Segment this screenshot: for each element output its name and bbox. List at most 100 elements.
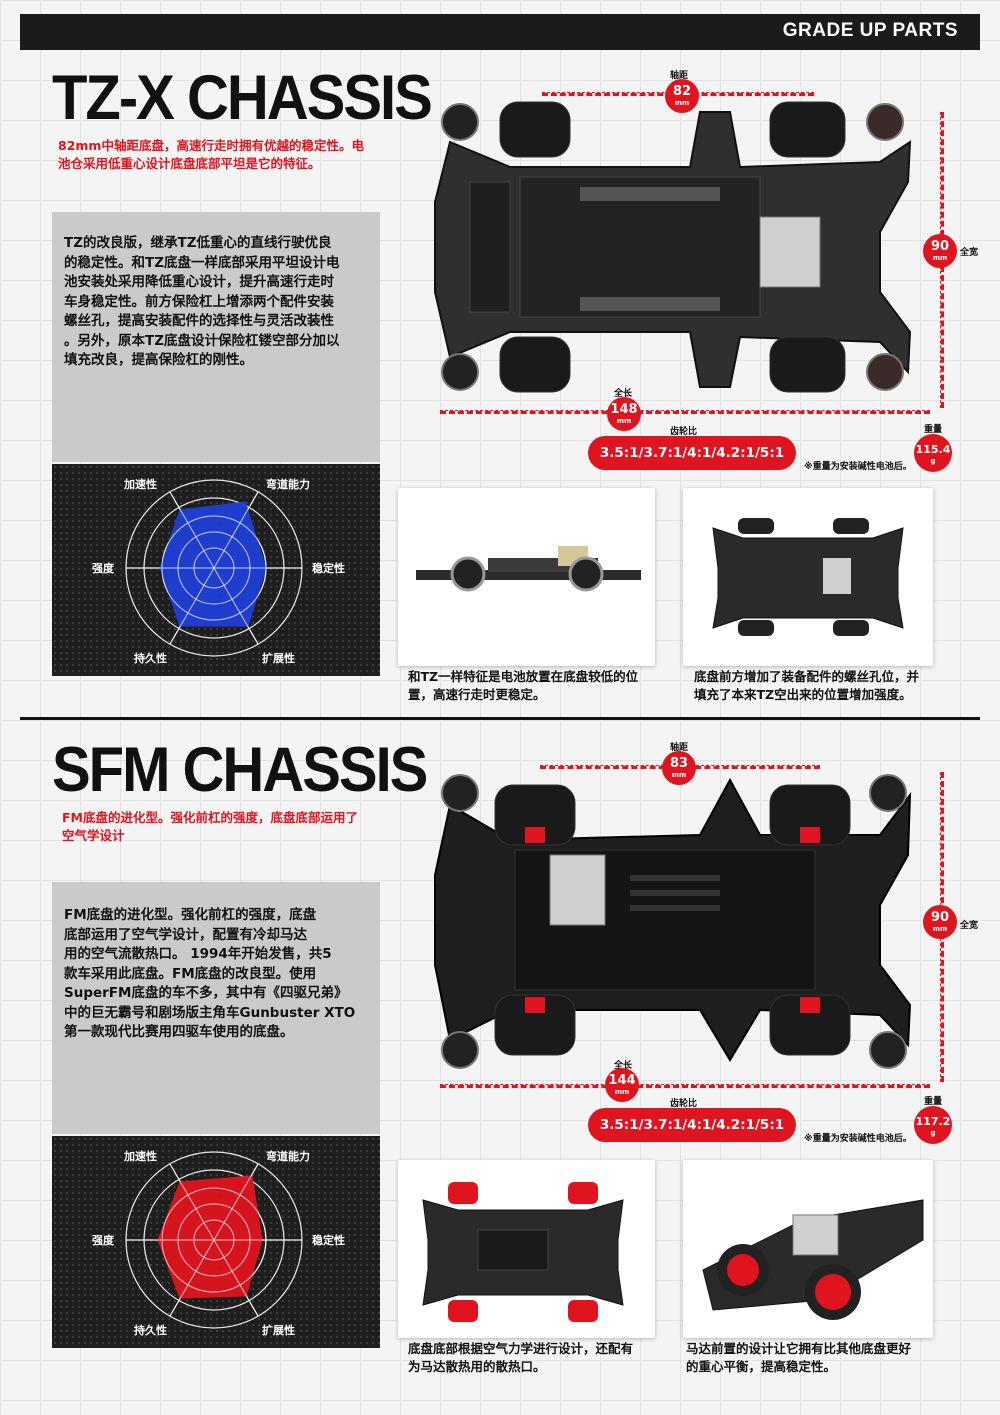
radar-label-acceleration: 加速性 (124, 478, 157, 491)
dimension-line-length (440, 1084, 930, 1088)
radar-label-strength: 强度 (92, 562, 114, 575)
description-text: FM底盘的进化型。强化前杠的强度，底盘 底部运用了空气学设计，配置有冷却马达 用… (52, 882, 380, 1043)
spec-label-width: 全宽 (960, 248, 979, 258)
photo-motor-view-sfm (683, 1160, 933, 1338)
radar-label-durability: 持久性 (134, 652, 167, 665)
section-title-sfm: SFM CHASSIS (52, 735, 428, 806)
spec-label-gear: 齿轮比 (670, 427, 698, 437)
spec-weight-note: ※重量为安装碱性电池后。 (804, 1134, 912, 1144)
spec-weight-value: 117.2 (915, 1115, 951, 1128)
caption-top-view-tzx: 底盘前方增加了装备配件的螺丝孔位，并 填充了本来TZ空出来的位置增加强度。 (694, 668, 919, 704)
spec-unit: mm (671, 771, 687, 779)
chassis-topview-sfm (434, 774, 912, 1069)
radar-label-cornering: 弯道能力 (266, 1150, 310, 1163)
caption-line: 底盘前方增加了装备配件的螺丝孔位，并 (694, 669, 920, 684)
spec-unit: mm (616, 417, 632, 425)
spec-gear-ratio: 3.5:1/3.7:1/4:1/4.2:1/5:1 (588, 1108, 796, 1142)
spec-weight-badge: 115.4 g (914, 434, 952, 472)
photo-top-view-tzx (683, 488, 933, 666)
description-line: 池安装处采用降低重心设计，提升高速行走时 (64, 274, 334, 290)
radar-chart-tzx (125, 479, 303, 657)
radar-shape (157, 1175, 263, 1299)
radar-chart-sfm (125, 1151, 303, 1329)
radar-label-stability: 稳定性 (312, 1234, 345, 1247)
description-line: 底部运用了空气学设计，配置有冷却马达 (64, 926, 307, 943)
radar-label-strength: 强度 (92, 1234, 114, 1247)
spec-width-badge: 90 mm (923, 234, 957, 268)
spec-unit: mm (932, 254, 948, 262)
spec-label-width: 全宽 (960, 921, 979, 931)
spec-label-length: 全长 (614, 1061, 633, 1071)
section-subtitle-tzx: 82mm中轴距底盘，高速行走时拥有优越的稳定性。电 池仓采用低重心设计底盘底部平… (58, 137, 364, 173)
caption-line: 底盘底部根据空气力学进行设计，还配有 (408, 1341, 634, 1356)
spec-width-value: 90 (930, 910, 950, 925)
spec-wheelbase-badge: 82 mm (665, 79, 699, 113)
description-line: 。另外，原本TZ底盘设计保险杠镂空部分加以 (64, 332, 340, 349)
section-subtitle-sfm: FM底盘的进化型。强化前杠的强度，底盘底部运用了 空气学设计 (62, 809, 358, 845)
subtitle-line: 池仓采用低重心设计底盘底部平坦是它的特征。 (58, 156, 321, 171)
spec-length-value: 144 (608, 1073, 636, 1088)
spec-label-weight: 重量 (924, 425, 943, 435)
radar-label-durability: 持久性 (134, 1324, 167, 1337)
description-line: 的稳定性。和TZ底盘一样底部采用平坦设计电 (64, 254, 340, 271)
subtitle-line: 空气学设计 (62, 828, 125, 843)
spec-label-wheelbase: 轴距 (670, 71, 689, 81)
radar-label-cornering: 弯道能力 (266, 478, 310, 491)
caption-bottom-view-sfm: 底盘底部根据空气力学进行设计，还配有 为马达散热用的散热口。 (408, 1340, 633, 1376)
description-line: 用的空气流散热口。 1994年开始发售，共5 (64, 946, 332, 962)
subtitle-line: 82mm中轴距底盘，高速行走时拥有优越的稳定性。电 (58, 138, 364, 153)
spec-unit: mm (614, 1088, 630, 1096)
spec-unit: g (930, 1129, 936, 1137)
description-panel-tzx: TZ的改良版，继承TZ低重心的直线行驶优良 的稳定性。和TZ底盘一样底部采用平坦… (52, 212, 380, 462)
description-line: FM底盘的进化型。强化前杠的强度，底盘 (64, 907, 317, 923)
caption-motor-view-sfm: 马达前置的设计让它拥有比其他底盘更好 的重心平衡，提高稳定性。 (686, 1340, 911, 1376)
photo-top-illustration (712, 518, 904, 636)
photo-bottom-view-sfm (398, 1160, 655, 1338)
spec-unit: mm (932, 925, 948, 933)
dimension-line-length (440, 410, 930, 414)
description-line: 款车采用此底盘。FM底盘的改良型。使用 (64, 965, 317, 982)
spec-width-badge: 90 mm (923, 905, 957, 939)
photo-bottom-illustration (422, 1182, 624, 1322)
subtitle-line: FM底盘的进化型。强化前杠的强度，底盘底部运用了 (62, 810, 358, 825)
spec-label-gear: 齿轮比 (670, 1099, 698, 1109)
spec-wheelbase-badge: 83 mm (662, 751, 696, 785)
photo-side-view-tzx (398, 488, 655, 666)
caption-side-view-tzx: 和TZ一样特征是电池放置在底盘较低的位 置，高速行走时更稳定。 (408, 668, 638, 704)
section-title-tzx: TZ-X CHASSIS (52, 63, 433, 134)
chassis-topview-tzx (434, 101, 912, 393)
spec-wheelbase-value: 82 (672, 84, 692, 99)
caption-line: 的重心平衡，提高稳定性。 (686, 1359, 837, 1374)
radar-panel-tzx: 加速性 弯道能力 稳定性 扩展性 持久性 强度 (52, 464, 380, 676)
spec-label-weight: 重量 (924, 1097, 943, 1107)
radar-label-expandability: 扩展性 (262, 652, 295, 665)
spec-width-value: 90 (930, 239, 950, 254)
caption-line: 为马达散热用的散热口。 (408, 1359, 546, 1374)
description-panel-sfm: FM底盘的进化型。强化前杠的强度，底盘 底部运用了空气学设计，配置有冷却马达 用… (52, 882, 380, 1134)
description-line: 填充改良，提高保险杠的刚性。 (64, 352, 253, 368)
spec-label-length: 全长 (614, 389, 633, 399)
spec-wheelbase-value: 83 (669, 756, 689, 771)
header-label: GRADE UP PARTS (782, 20, 958, 41)
spec-length-value: 148 (610, 402, 638, 417)
spec-weight-note: ※重量为安装碱性电池后。 (804, 462, 912, 472)
section-divider (20, 717, 980, 720)
caption-line: 和TZ一样特征是电池放置在底盘较低的位 (408, 669, 639, 684)
description-line: 螺丝孔，提高安装配件的选择性与灵活改装性 (64, 313, 334, 329)
caption-line: 填充了本来TZ空出来的位置增加强度。 (694, 687, 912, 702)
radar-label-stability: 稳定性 (312, 562, 345, 575)
radar-label-acceleration: 加速性 (124, 1150, 157, 1163)
spec-weight-badge: 117.2 g (914, 1106, 952, 1144)
photo-motor-illustration (702, 1199, 924, 1320)
spec-length-badge: 148 mm (607, 397, 641, 431)
description-line: TZ的改良版，继承TZ低重心的直线行驶优良 (64, 235, 332, 251)
spec-length-badge: 144 mm (605, 1068, 639, 1102)
header-bar (20, 14, 980, 50)
description-line: 第一款现代比赛用四驱车使用的底盘。 (64, 1024, 294, 1040)
caption-line: 马达前置的设计让它拥有比其他底盘更好 (686, 1341, 912, 1356)
spec-weight-value: 115.4 (915, 443, 951, 456)
spec-label-wheelbase: 轴距 (670, 743, 689, 753)
description-line: 车身稳定性。前方保险杠上增添两个配件安装 (64, 293, 334, 310)
spec-gear-ratio: 3.5:1/3.7:1/4:1/4.2:1/5:1 (588, 436, 796, 470)
spec-unit: g (930, 457, 936, 465)
